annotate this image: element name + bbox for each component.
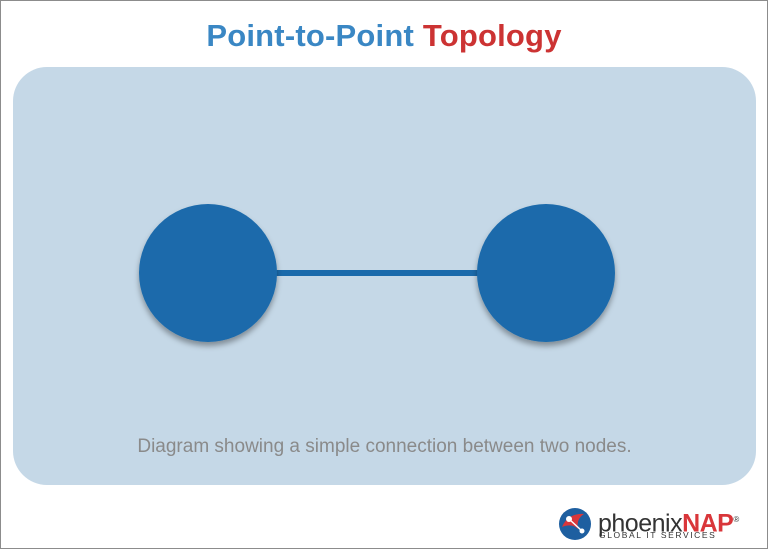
logo-name-suffix: NAP <box>682 509 734 538</box>
diagram-caption: Diagram showing a simple connection betw… <box>137 436 632 457</box>
title-part-1: Point-to-Point <box>206 18 415 53</box>
title-part-2: Topology <box>422 18 562 53</box>
page-title: Point-to-Point Topology <box>0 18 768 54</box>
logo-name-prefix: phoenix <box>598 509 683 538</box>
phoenixnap-logo: phoenixNAP® GLOBAL IT SERVICES <box>556 503 761 543</box>
phoenixnap-logo-icon <box>559 508 591 540</box>
node-a <box>139 204 277 342</box>
logo-registered-mark: ® <box>733 515 739 524</box>
logo-tagline: GLOBAL IT SERVICES <box>599 530 717 540</box>
node-b <box>477 204 615 342</box>
logo-wordmark: phoenixNAP® <box>598 507 739 536</box>
